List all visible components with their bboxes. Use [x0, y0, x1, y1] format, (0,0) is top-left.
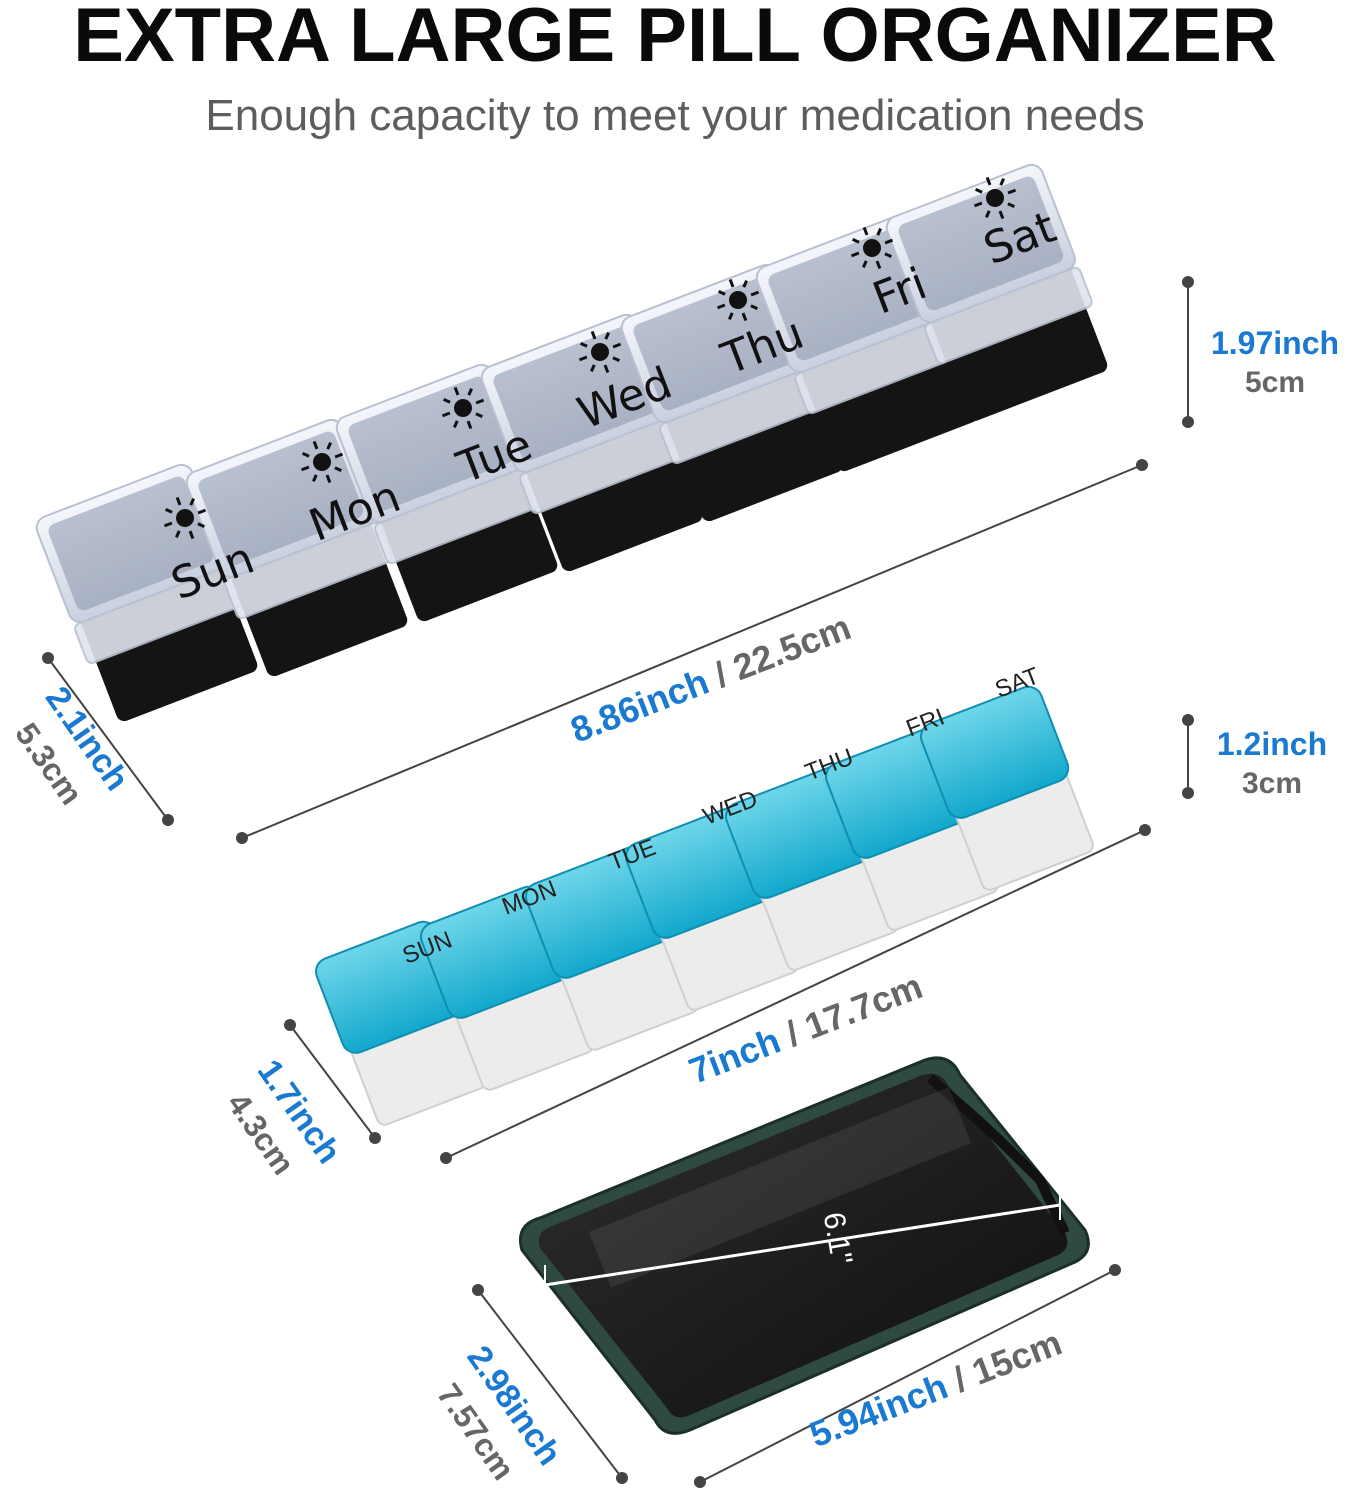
small-length-cm: 17.7cm: [799, 965, 928, 1047]
sun-icon: [850, 226, 894, 270]
phone-length-inch: 5.94inch: [804, 1365, 953, 1455]
sun-icon: [300, 440, 344, 484]
small-pill-organizer: SUN MON TUE WED THU FRI SAT: [315, 662, 1094, 1126]
large-compartment-sat: [885, 163, 1108, 422]
sun-icon: [163, 496, 207, 540]
small-height-dimension: 1.2inch 3cm: [1182, 714, 1327, 800]
small-length-inch: 7inch: [683, 1020, 785, 1092]
small-compartment-mon: [420, 885, 594, 1091]
large-compartment-sun: [35, 463, 258, 722]
small-height-inch: 1.2inch: [1217, 726, 1327, 762]
page-subtitle: Enough capacity to meet your medication …: [205, 91, 1145, 140]
large-height-inch: 1.97inch: [1211, 325, 1339, 361]
small-height-cm: 3cm: [1242, 767, 1302, 800]
phone: 6.1": [519, 1056, 1090, 1435]
small-compartment-sat: [920, 685, 1094, 891]
phone-length-cm: 15cm: [966, 1321, 1067, 1392]
large-compartment-thu: [620, 263, 843, 522]
sun-icon: [578, 330, 622, 374]
large-height-dimension: 1.97inch 5cm: [1182, 276, 1339, 428]
sun-icon: [716, 278, 760, 322]
sun-icon: [973, 176, 1017, 220]
large-pill-organizer: Sun Mon Tue Wed Thu Fri Sat: [35, 163, 1108, 722]
large-height-cm: 5cm: [1245, 366, 1305, 399]
sun-icon: [441, 386, 485, 430]
large-length-cm: 22.5cm: [727, 606, 856, 688]
large-compartment-wed: [480, 313, 703, 572]
page-title: EXTRA LARGE PILL ORGANIZER: [73, 0, 1277, 78]
large-compartment-tue: [335, 363, 558, 622]
screen-diagonal-indicator: [544, 1190, 1061, 1295]
large-length-label: 8.86inch / 22.5cm: [565, 606, 856, 750]
